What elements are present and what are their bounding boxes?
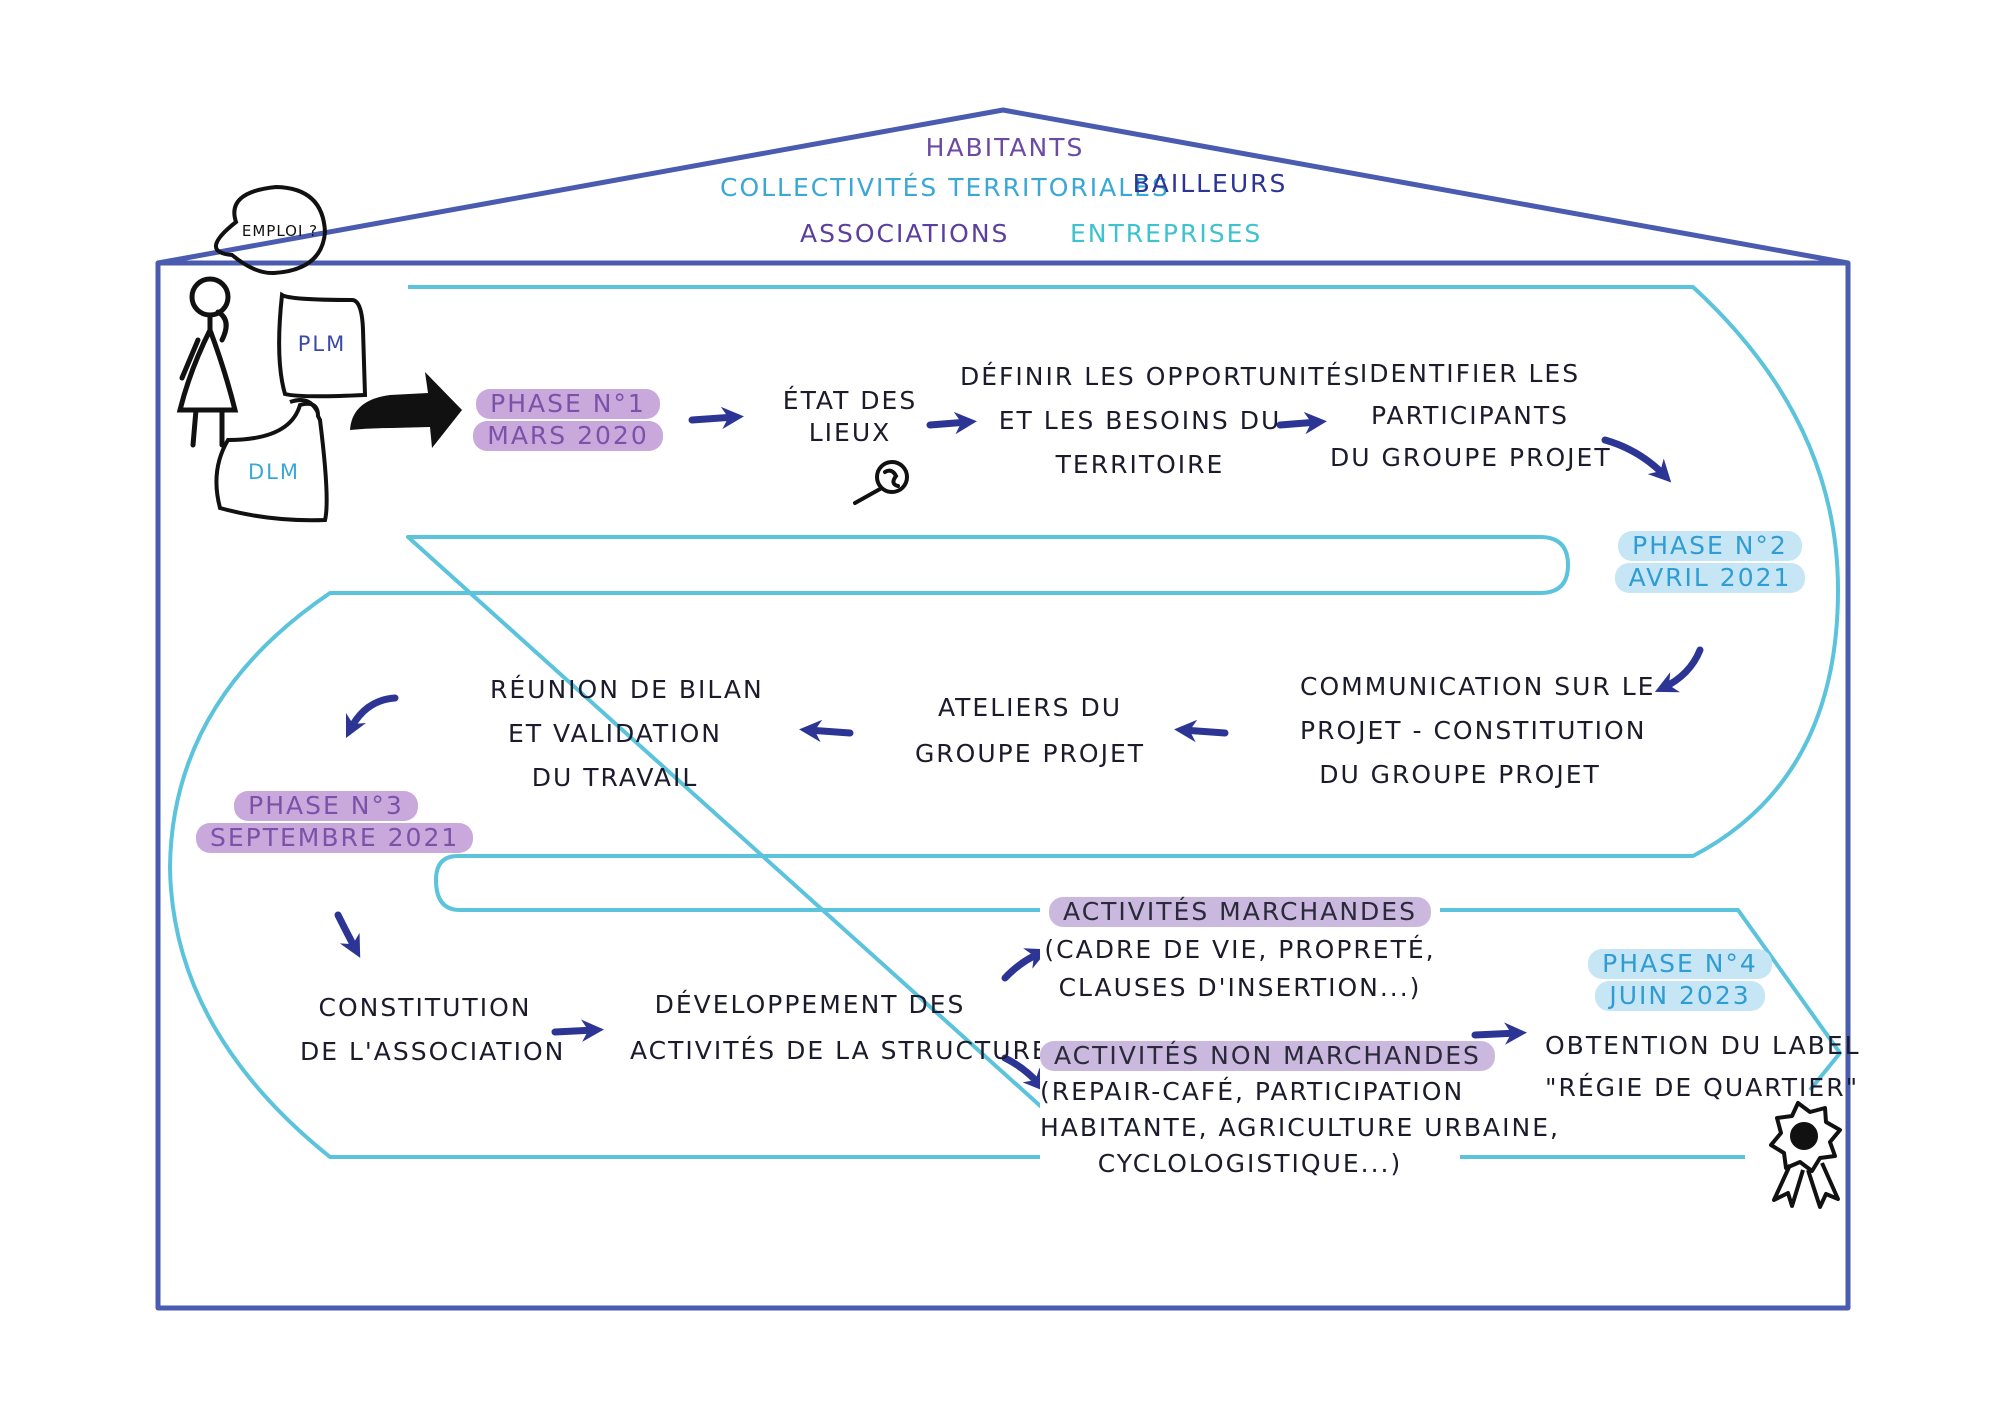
arrow-2	[926, 411, 977, 435]
step-developpement: DÉVELOPPEMENT DES ACTIVITÉS DE LA STRUCT…	[630, 982, 1050, 1074]
armchair-dlm-icon	[214, 398, 329, 523]
arrow-8	[345, 694, 399, 739]
arrow-1	[688, 406, 744, 430]
phase-1-date: MARS 2020	[473, 421, 663, 451]
arrow-6	[1174, 719, 1229, 743]
start-arrow-icon	[350, 372, 462, 448]
step-etat-line-1: ÉTAT DES	[782, 386, 918, 415]
step-definir-line-1: DÉFINIR LES OPPORTUNITÉS	[960, 362, 1362, 391]
step-ateliers-line-2: GROUPE PROJET	[914, 739, 1146, 768]
step-reunion-line-3: DU TRAVAIL	[531, 763, 699, 792]
step-definir: DÉFINIR LES OPPORTUNITÉS ET LES BESOINS …	[960, 355, 1362, 487]
speech-bubble-icon	[214, 184, 328, 276]
step-developpement-line-2: ACTIVITÉS DE LA STRUCTURE	[630, 1036, 1050, 1065]
phase-1: PHASE N°1 MARS 2020	[468, 388, 668, 452]
phase-3: PHASE N°3 SEPTEMBRE 2021	[196, 790, 474, 854]
house-outline	[155, 107, 1851, 1311]
step-marchandes-line-2: CLAUSES D'INSERTION...)	[1058, 973, 1422, 1002]
phase-2: PHASE N°2 AVRIL 2021	[1610, 530, 1810, 594]
arrow-11	[1001, 948, 1049, 982]
step-communication-line-2: PROJET - CONSTITUTION	[1300, 716, 1647, 745]
phase-4-date: JUIN 2023	[1595, 981, 1765, 1011]
step-non-marchandes-line-3: CYCLOLOGISTIQUE...)	[1097, 1149, 1403, 1178]
magnifier-icon	[853, 460, 909, 505]
step-identifier-line-2: PARTICIPANTS	[1370, 401, 1570, 430]
award-icon	[1769, 1101, 1842, 1209]
step-reunion: RÉUNION DE BILAN ET VALIDATION DU TRAVAI…	[490, 668, 764, 800]
arrow-3	[1276, 411, 1327, 435]
step-constitution: CONSTITUTION DE L'ASSOCIATION	[300, 986, 566, 1074]
speech-bubble-text: EMPLOI ?	[241, 222, 319, 240]
step-marchandes-line-1: (CADRE DE VIE, PROPRETÉ,	[1044, 935, 1436, 964]
step-identifier: IDENTIFIER LES PARTICIPANTS DU GROUPE PR…	[1330, 353, 1610, 479]
phase-2-date: AVRIL 2021	[1614, 563, 1806, 593]
person-figure	[176, 276, 239, 448]
step-definir-line-2: ET LES BESOINS DU	[998, 406, 1282, 435]
step-non-marchandes-line-1: (REPAIR-CAFÉ, PARTICIPATION	[1040, 1077, 1465, 1106]
roof-associations: ASSOCIATIONS	[800, 219, 1010, 248]
step-identifier-line-3: DU GROUPE PROJET	[1330, 443, 1612, 472]
roof-habitants: HABITANTS	[925, 133, 1085, 162]
arrow-7	[799, 719, 854, 743]
roof-collectivites: COLLECTIVITÉS TERRITORIALES	[720, 173, 1170, 202]
flow-arrows	[334, 406, 1704, 1092]
armchair-plm-icon	[277, 291, 368, 399]
step-developpement-line-1: DÉVELOPPEMENT DES	[654, 990, 966, 1019]
step-non-marchandes-line-2: HABITANTE, AGRICULTURE URBAINE,	[1040, 1113, 1560, 1142]
arrow-10	[551, 1019, 604, 1042]
phase-4-title: PHASE N°4	[1588, 949, 1772, 979]
step-label-line-1: OBTENTION DU LABEL	[1545, 1031, 1861, 1060]
step-non-marchandes-title: ACTIVITÉS NON MARCHANDES	[1040, 1041, 1495, 1071]
dlm-label: DLM	[248, 460, 300, 484]
arrow-4	[1601, 436, 1672, 483]
step-constitution-line-2: DE L'ASSOCIATION	[300, 1037, 566, 1066]
step-identifier-line-1: IDENTIFIER LES	[1359, 359, 1581, 388]
plm-label: PLM	[297, 332, 347, 356]
step-marchandes: ACTIVITÉS MARCHANDES (CADRE DE VIE, PROP…	[1040, 893, 1440, 1007]
step-reunion-line-1: RÉUNION DE BILAN	[490, 675, 764, 704]
arrow-12	[1001, 1054, 1046, 1092]
step-ateliers-line-1: ATELIERS DU	[937, 693, 1123, 722]
step-reunion-line-2: ET VALIDATION	[508, 719, 722, 748]
step-label: OBTENTION DU LABEL "RÉGIE DE QUARTIER"	[1545, 1025, 1861, 1109]
step-marchandes-title: ACTIVITÉS MARCHANDES	[1049, 897, 1431, 927]
step-definir-line-3: TERRITOIRE	[1055, 450, 1225, 479]
phase-1-title: PHASE N°1	[476, 389, 660, 419]
step-etat-line-2: LIEUX	[808, 418, 892, 447]
step-communication: COMMUNICATION SUR LE PROJET - CONSTITUTI…	[1300, 665, 1656, 797]
roof-entreprises: ENTREPRISES	[1070, 219, 1263, 248]
step-label-line-2: "RÉGIE DE QUARTIER"	[1545, 1073, 1860, 1102]
arrow-5	[1654, 646, 1704, 693]
phase-4: PHASE N°4 JUIN 2023	[1580, 948, 1780, 1012]
step-communication-line-1: COMMUNICATION SUR LE	[1300, 672, 1656, 701]
phase-2-title: PHASE N°2	[1618, 531, 1802, 561]
arrow-9	[334, 911, 361, 958]
step-non-marchandes: ACTIVITÉS NON MARCHANDES (REPAIR-CAFÉ, P…	[1040, 1038, 1560, 1182]
phase-3-title: PHASE N°3	[234, 791, 418, 821]
step-communication-line-3: DU GROUPE PROJET	[1319, 760, 1601, 789]
step-ateliers: ATELIERS DU GROUPE PROJET	[910, 685, 1150, 777]
step-etat-des-lieux: ÉTAT DES LIEUX	[760, 385, 940, 449]
arrow-13	[1471, 1022, 1527, 1045]
roof-bailleurs: BAILLEURS	[1132, 169, 1288, 198]
step-constitution-line-1: CONSTITUTION	[318, 993, 532, 1022]
phase-3-date: SEPTEMBRE 2021	[196, 823, 474, 853]
